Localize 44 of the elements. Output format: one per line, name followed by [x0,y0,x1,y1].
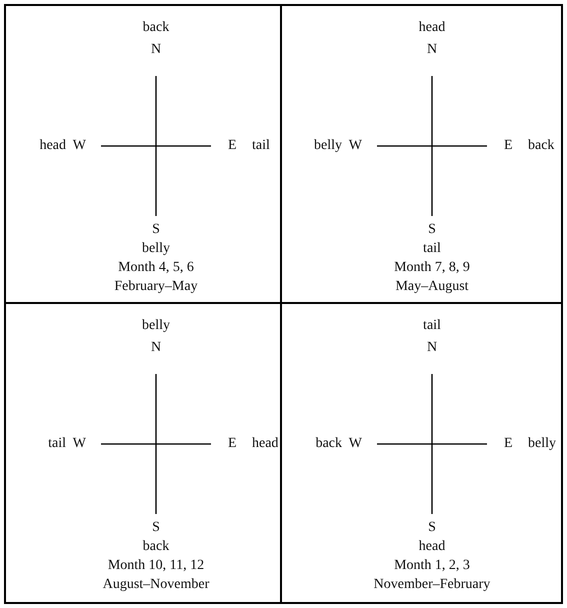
compass-letter: S [152,222,160,238]
compass-letter: N [426,340,438,356]
compass-letter: E [504,436,513,452]
body-part-label: tail [423,241,441,257]
body-part-label: belly [528,436,556,452]
body-part-label: head [40,138,66,154]
period-label: Month 1, 2, 3 [394,558,470,574]
period-label: November–February [374,577,490,593]
body-part-label: tail [252,138,270,154]
compass-letter: N [150,340,162,356]
compass-letter: E [228,138,237,154]
body-part-label: belly [314,138,342,154]
compass-letter: E [228,436,237,452]
period-label: Month 4, 5, 6 [118,260,194,276]
quadrant-panel [280,302,563,604]
period-label: Month 7, 8, 9 [394,260,470,276]
body-part-label: tail [423,318,441,334]
quadrant-panel [280,4,563,304]
body-part-label: head [418,539,446,555]
compass-letter: N [426,42,438,58]
period-label: February–May [114,279,198,295]
compass-letter: W [348,436,362,452]
body-part-label: back [528,138,554,154]
body-part-label: back [142,539,170,555]
compass-letter: W [72,436,86,452]
quadrant-panel [4,302,282,604]
compass-letter: E [504,138,513,154]
period-label: Month 10, 11, 12 [108,558,204,574]
compass-letter: S [428,222,436,238]
compass-letter: W [348,138,362,154]
quadrant-panel [4,4,282,304]
body-part-label: back [316,436,342,452]
body-part-label: belly [142,318,170,334]
compass-letter: S [152,520,160,536]
body-part-label: belly [142,241,170,257]
body-part-label: head [252,436,278,452]
body-part-label: back [142,20,170,36]
compass-letter: W [72,138,86,154]
period-label: August–November [102,577,210,593]
body-part-label: tail [48,436,66,452]
body-part-label: head [418,20,446,36]
compass-letter: S [428,520,436,536]
period-label: May–August [395,279,469,295]
compass-letter: N [150,42,162,58]
